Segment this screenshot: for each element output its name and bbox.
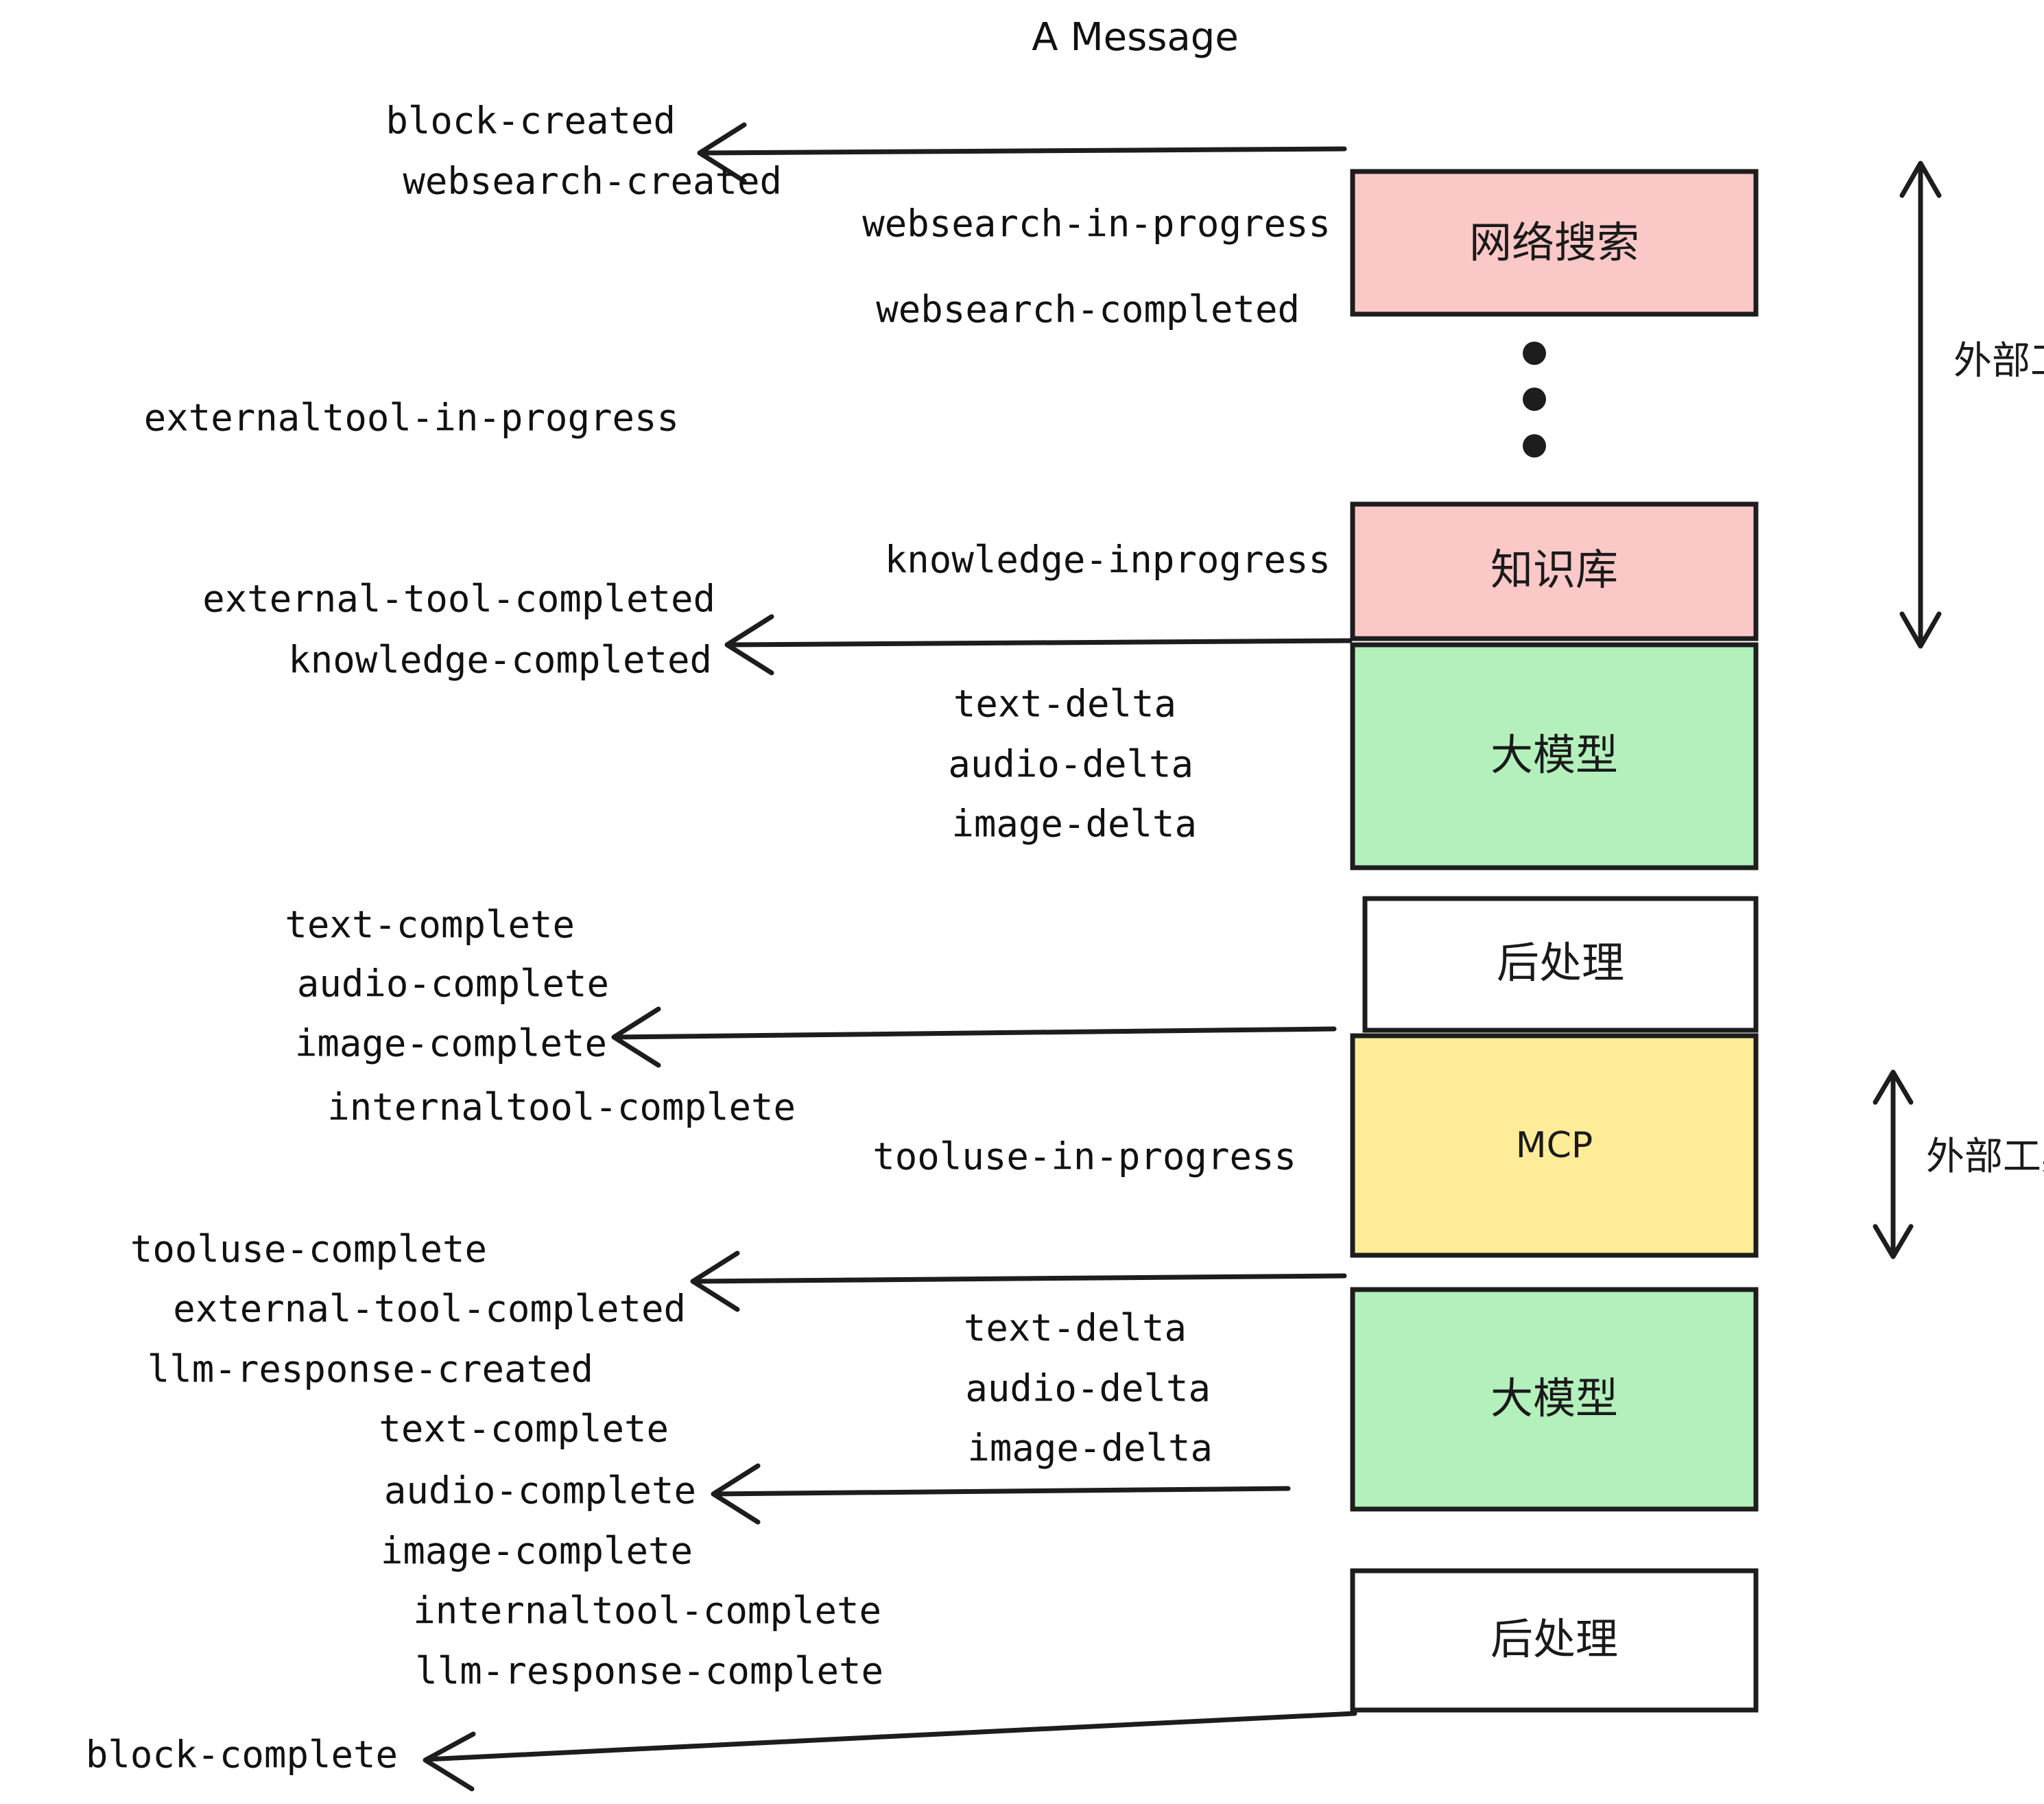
box-mcp-label: MCP xyxy=(1516,1125,1593,1166)
box-llm-bottom-rect xyxy=(1350,1287,1759,1512)
box-websearch[interactable]: 网络搜索 xyxy=(1350,169,1759,317)
arrow-block-complete xyxy=(423,1711,1357,1792)
event-label: audio-delta xyxy=(965,1367,1211,1410)
box-websearch-label: 网络搜索 xyxy=(1469,217,1639,268)
box-postprocess-top-rect xyxy=(1362,896,1759,1033)
arrow-image-complete xyxy=(611,1006,1337,1068)
event-label: internaltool-complete xyxy=(327,1086,796,1129)
event-label: tooluse-in-progress xyxy=(872,1135,1296,1178)
external-tool-label-top: 外部工具 xyxy=(1953,339,2044,383)
arrow-block-created xyxy=(697,122,1347,184)
event-label: websearch-completed xyxy=(876,288,1300,331)
event-arrows xyxy=(423,122,1357,1792)
box-postprocess-top-label: 后处理 xyxy=(1497,938,1624,988)
event-label: image-complete xyxy=(295,1022,607,1065)
external-tool-label-bottom: 外部工具 xyxy=(1926,1135,2044,1179)
event-label: text-complete xyxy=(379,1408,669,1451)
event-label: knowledge-completed xyxy=(288,639,712,682)
box-knowledgebase-label: 知识库 xyxy=(1490,545,1618,595)
vertical-ellipsis-icon xyxy=(1523,342,1546,458)
event-labels-right: websearch-in-progress websearch-complete… xyxy=(862,202,1331,1470)
box-llm-bottom-label: 大模型 xyxy=(1490,1373,1618,1423)
event-label: text-complete xyxy=(285,903,575,947)
box-postprocess-bottom-label: 后处理 xyxy=(1490,1614,1618,1664)
event-label: externaltool-in-progress xyxy=(144,396,679,440)
event-label: text-delta xyxy=(953,683,1176,726)
event-label: audio-delta xyxy=(948,743,1193,786)
event-label: audio-complete xyxy=(297,962,609,1006)
arrow-tooluse-complete xyxy=(690,1250,1347,1312)
event-label: knowledge-inprogress xyxy=(885,538,1331,582)
box-mcp[interactable]: MCP xyxy=(1350,1033,1759,1258)
event-label: websearch-created xyxy=(403,160,782,203)
box-llm-top[interactable]: 大模型 xyxy=(1350,642,1759,870)
box-websearch-rect xyxy=(1350,169,1759,317)
event-label: external-tool-completed xyxy=(202,578,715,621)
event-label: external-tool-completed xyxy=(173,1287,686,1331)
event-label: image-delta xyxy=(951,803,1197,846)
event-label: image-delta xyxy=(967,1427,1213,1470)
external-tool-bracket-bottom: 外部工具 xyxy=(1873,1069,2044,1259)
event-label: tooluse-complete xyxy=(130,1228,487,1271)
arrow-knowledge-completed xyxy=(724,614,1353,676)
event-label: block-created xyxy=(385,99,676,143)
event-label: audio-complete xyxy=(384,1469,696,1512)
arrow-audio-complete xyxy=(711,1463,1291,1525)
external-tool-bracket-top: 外部工具 xyxy=(1899,161,2044,649)
box-mcp-rect xyxy=(1350,1033,1759,1258)
box-knowledgebase-rect xyxy=(1350,501,1759,641)
box-llm-bottom[interactable]: 大模型 xyxy=(1350,1287,1759,1512)
box-postprocess-top[interactable]: 后处理 xyxy=(1362,896,1759,1033)
event-label: internaltool-complete xyxy=(413,1589,881,1633)
event-label: block-complete xyxy=(86,1733,398,1777)
event-label: image-complete xyxy=(381,1530,693,1573)
event-label: websearch-in-progress xyxy=(862,202,1331,246)
event-label: llm-response-complete xyxy=(415,1650,883,1693)
event-label: llm-response-created xyxy=(147,1348,593,1391)
box-llm-top-label: 大模型 xyxy=(1490,730,1618,780)
component-boxes: 网络搜索 知识库 大模型 后处理 MCP 大模型 xyxy=(1350,169,1759,1713)
box-postprocess-bottom-rect xyxy=(1350,1568,1759,1713)
box-llm-top-rect xyxy=(1350,642,1759,870)
box-postprocess-bottom[interactable]: 后处理 xyxy=(1350,1568,1759,1713)
event-labels-left: block-created websearch-created external… xyxy=(86,99,883,1777)
box-knowledgebase[interactable]: 知识库 xyxy=(1350,501,1759,641)
event-label: text-delta xyxy=(964,1307,1187,1350)
page-title: A Message xyxy=(1032,15,1239,60)
